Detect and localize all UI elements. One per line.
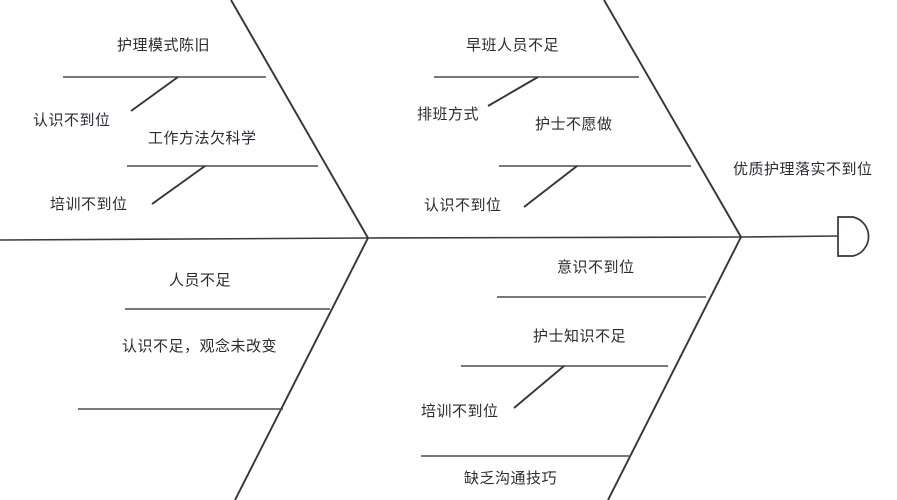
twig-upper-right-2 [523, 165, 578, 208]
rib-lower-right [607, 236, 742, 500]
label-upper-left-cause-2: 工作方法欠科学 [148, 129, 257, 147]
spine-right-segment [740, 235, 839, 238]
label-upper-right-sub-1: 排班方式 [417, 105, 480, 123]
twig-lower-right-2 [513, 365, 565, 409]
label-upper-right-cause-2: 护士不愿做 [535, 115, 613, 133]
label-lower-left-cause-1: 人员不足 [169, 271, 232, 289]
twig-upper-right-1 [487, 76, 539, 107]
spine-left-segment [0, 237, 369, 241]
label-effect: 优质护理落实不到位 [733, 160, 873, 178]
effect-head-shape [837, 216, 870, 257]
rib-upper-right [603, 0, 742, 238]
label-lower-right-cause-3: 缺乏沟通技巧 [464, 469, 558, 487]
label-upper-right-cause-1: 早班人员不足 [466, 36, 560, 54]
label-upper-right-sub-2: 认识不到位 [424, 196, 502, 214]
twig-upper-left-2 [151, 165, 206, 205]
label-lower-right-cause-1: 意识不到位 [557, 258, 635, 276]
spine-middle-segment [367, 236, 742, 239]
rib-upper-left [230, 0, 369, 239]
label-lower-left-cause-2: 认识不足，观念未改变 [122, 337, 278, 355]
label-upper-left-sub-2: 培训不到位 [50, 195, 128, 213]
twig-upper-left-1 [130, 76, 179, 112]
rib-lower-left [234, 237, 369, 500]
label-upper-left-sub-1: 认识不到位 [33, 111, 111, 129]
label-lower-right-sub-2: 培训不到位 [421, 402, 499, 420]
label-lower-right-cause-2: 护士知识不足 [533, 327, 627, 345]
label-upper-left-cause-1: 护理模式陈旧 [117, 36, 211, 54]
